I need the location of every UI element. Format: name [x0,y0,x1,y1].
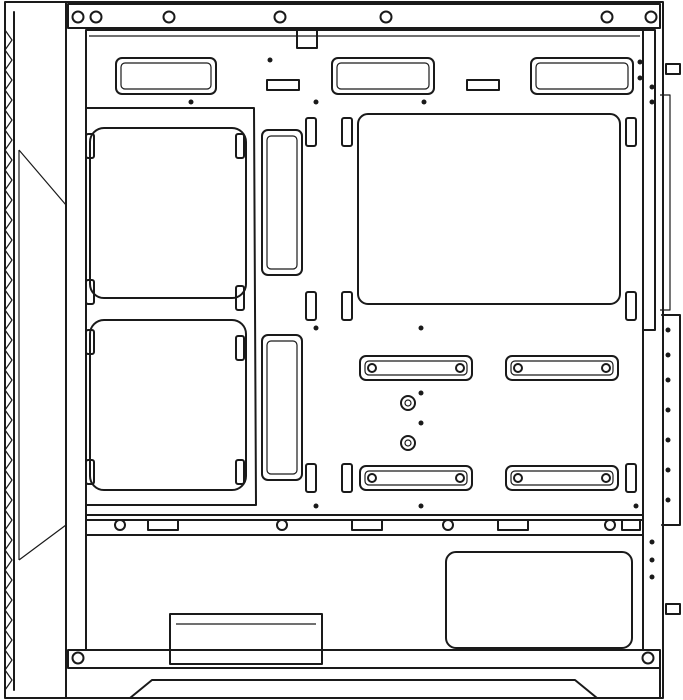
tie-slots [305,117,637,493]
mesh-segment [4,249,13,271]
mesh-segment [4,389,13,411]
top-grommet-right [530,57,634,95]
screw-icon [162,10,176,24]
mesh-segment [4,309,13,331]
psu-intake [169,613,323,665]
ssd-mount [359,465,473,491]
ssd-mount [505,465,619,491]
screw-icon [379,10,393,24]
mesh-segment [4,469,13,491]
mesh-segment [4,269,13,291]
mesh-segment [4,349,13,371]
fan-mount-bottom [89,319,247,491]
mesh-segment [4,289,13,311]
connector-icon [296,29,318,49]
mesh-segment [4,189,13,211]
screw-icon [600,10,614,24]
mesh-segment [4,209,13,231]
front-panel [4,1,67,699]
mesh-segment [4,489,13,511]
mount-holes [188,57,671,580]
mesh-segment [4,109,13,131]
mesh-segment [4,129,13,151]
mesh-segment [4,429,13,451]
mesh-segment [4,169,13,191]
tie-tab [466,79,500,91]
psu-window [445,551,633,649]
side-grommets [261,129,303,481]
ssd-mount [359,355,473,381]
screw-icon [71,10,85,24]
mesh-segment [4,229,13,251]
mesh-segment [4,669,13,691]
top-grommet-left [115,57,217,95]
cpu-cutout [357,113,621,305]
screw-icon [273,10,287,24]
mesh-segment [4,589,13,611]
chassis-outline [65,1,664,699]
mesh-segment [4,329,13,351]
mesh-segment [4,509,13,531]
psu-shroud [71,514,655,665]
fan-mount-top [89,127,247,299]
mesh-segment [4,609,13,631]
top-grommet-center [331,57,435,95]
tie-tab [266,79,300,91]
mesh-segment [4,49,13,71]
mesh-segment [4,409,13,431]
mesh-segment [4,449,13,471]
mesh-segment [4,529,13,551]
mesh-segment [4,369,13,391]
fan-bracket [85,107,257,506]
mesh-segment [4,89,13,111]
mesh-segment [4,649,13,671]
mesh-segment [4,29,13,51]
mesh-segment [4,629,13,651]
screw-icon [644,10,658,24]
standoff-screws [400,395,416,451]
mesh-segment [4,549,13,571]
motherboard-tray [85,29,681,526]
ssd-mount [505,355,619,381]
top-rail-screws [71,10,658,24]
front-mesh-vents [4,29,13,691]
rear-io-tabs [665,63,681,615]
mesh-segment [4,69,13,91]
mesh-segment [4,569,13,591]
mesh-segment [4,149,13,171]
screw-icon [89,10,103,24]
ssd-mounts [359,355,619,491]
